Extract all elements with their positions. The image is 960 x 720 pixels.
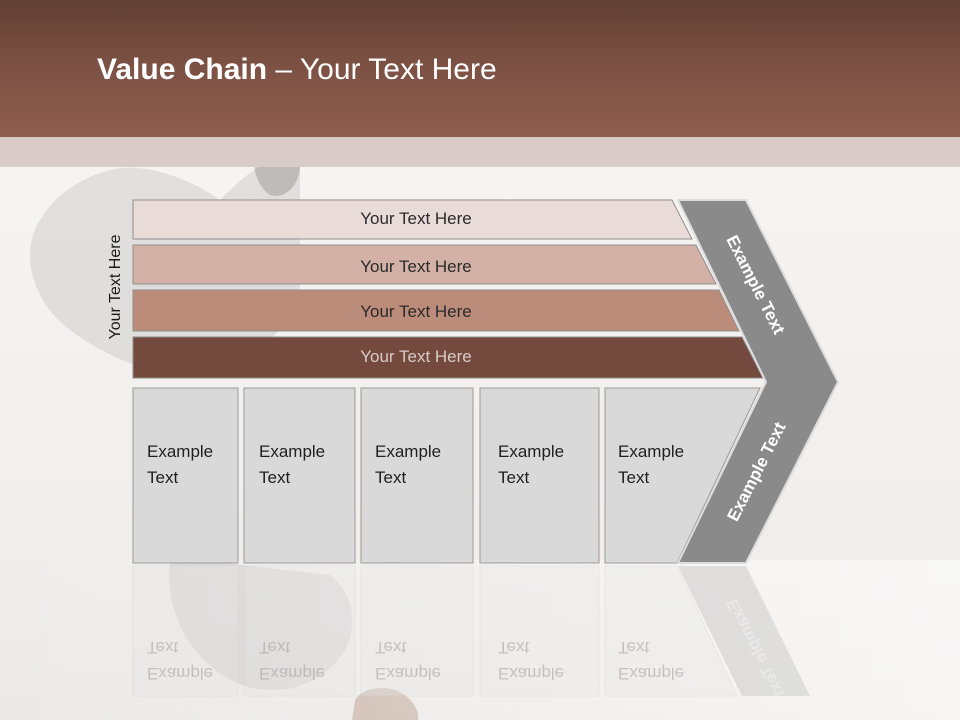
box-reflection-3 bbox=[360, 565, 474, 697]
activity-box-2-line1: Example bbox=[259, 442, 326, 461]
reflection-3-line1: Example bbox=[375, 664, 442, 683]
reflection-2-line1: Example bbox=[259, 664, 326, 683]
chevron-reflection bbox=[678, 566, 810, 696]
bar-3-label: Your Text Here bbox=[360, 302, 472, 321]
reflection-1-line2: Text bbox=[147, 638, 179, 657]
reflection-5-line1: Example bbox=[618, 664, 685, 683]
bar-3[interactable] bbox=[132, 289, 740, 332]
box-reflection-5 bbox=[604, 565, 738, 697]
bar-2[interactable] bbox=[132, 244, 717, 285]
activity-box-5-line1: Example bbox=[618, 442, 685, 461]
activity-box-2[interactable] bbox=[243, 387, 356, 564]
title-divider-strip bbox=[0, 137, 960, 167]
bar-4-label: Your Text Here bbox=[360, 347, 472, 366]
title-bold-part: Value Chain bbox=[97, 53, 268, 86]
title-bar bbox=[0, 0, 960, 137]
page-title: Value Chain – Your Text Here bbox=[97, 53, 497, 87]
activity-box-2-line2: Text bbox=[259, 468, 291, 487]
activity-box-3-line1: Example bbox=[375, 442, 442, 461]
chevron-arrow[interactable] bbox=[676, 199, 840, 564]
title-regular-part: – Your Text Here bbox=[267, 53, 497, 86]
bar-2-label: Your Text Here bbox=[360, 257, 472, 276]
activity-box-1-line2: Text bbox=[147, 468, 179, 487]
activity-box-3-reflection-label: Example Text bbox=[375, 634, 441, 686]
activity-box-4-line2: Text bbox=[498, 468, 530, 487]
activity-box-4-reflection-label: Example Text bbox=[498, 634, 564, 686]
reflection-3-line2: Text bbox=[375, 638, 407, 657]
box-reflection-4 bbox=[479, 565, 600, 697]
reflection-group bbox=[132, 565, 810, 697]
reflection-4-line1: Example bbox=[498, 664, 565, 683]
activity-box-3-line2: Text bbox=[375, 468, 407, 487]
activity-box-5-reflection-label: Example Text bbox=[618, 634, 684, 686]
box-reflection-1 bbox=[132, 565, 239, 697]
activity-box-2-reflection-label: Example Text bbox=[259, 634, 325, 686]
reflection-2-line2: Text bbox=[259, 638, 291, 657]
activity-box-1[interactable] bbox=[132, 387, 239, 564]
activity-box-4[interactable] bbox=[479, 387, 600, 564]
side-label: Your Text Here bbox=[107, 234, 124, 340]
activity-box-4-line1: Example bbox=[498, 442, 565, 461]
activity-box-5-line2: Text bbox=[618, 468, 650, 487]
activity-box-1-reflection-label: Example Text bbox=[147, 634, 213, 686]
bar-1[interactable] bbox=[132, 199, 693, 240]
box-reflection-2 bbox=[243, 565, 356, 697]
reflection-5-line2: Text bbox=[618, 638, 650, 657]
reflection-4-line2: Text bbox=[498, 638, 530, 657]
activity-box-1-line1: Example bbox=[147, 442, 214, 461]
reflection-1-line1: Example bbox=[147, 664, 214, 683]
bar-1-label: Your Text Here bbox=[360, 209, 472, 228]
activity-box-3[interactable] bbox=[360, 387, 474, 564]
